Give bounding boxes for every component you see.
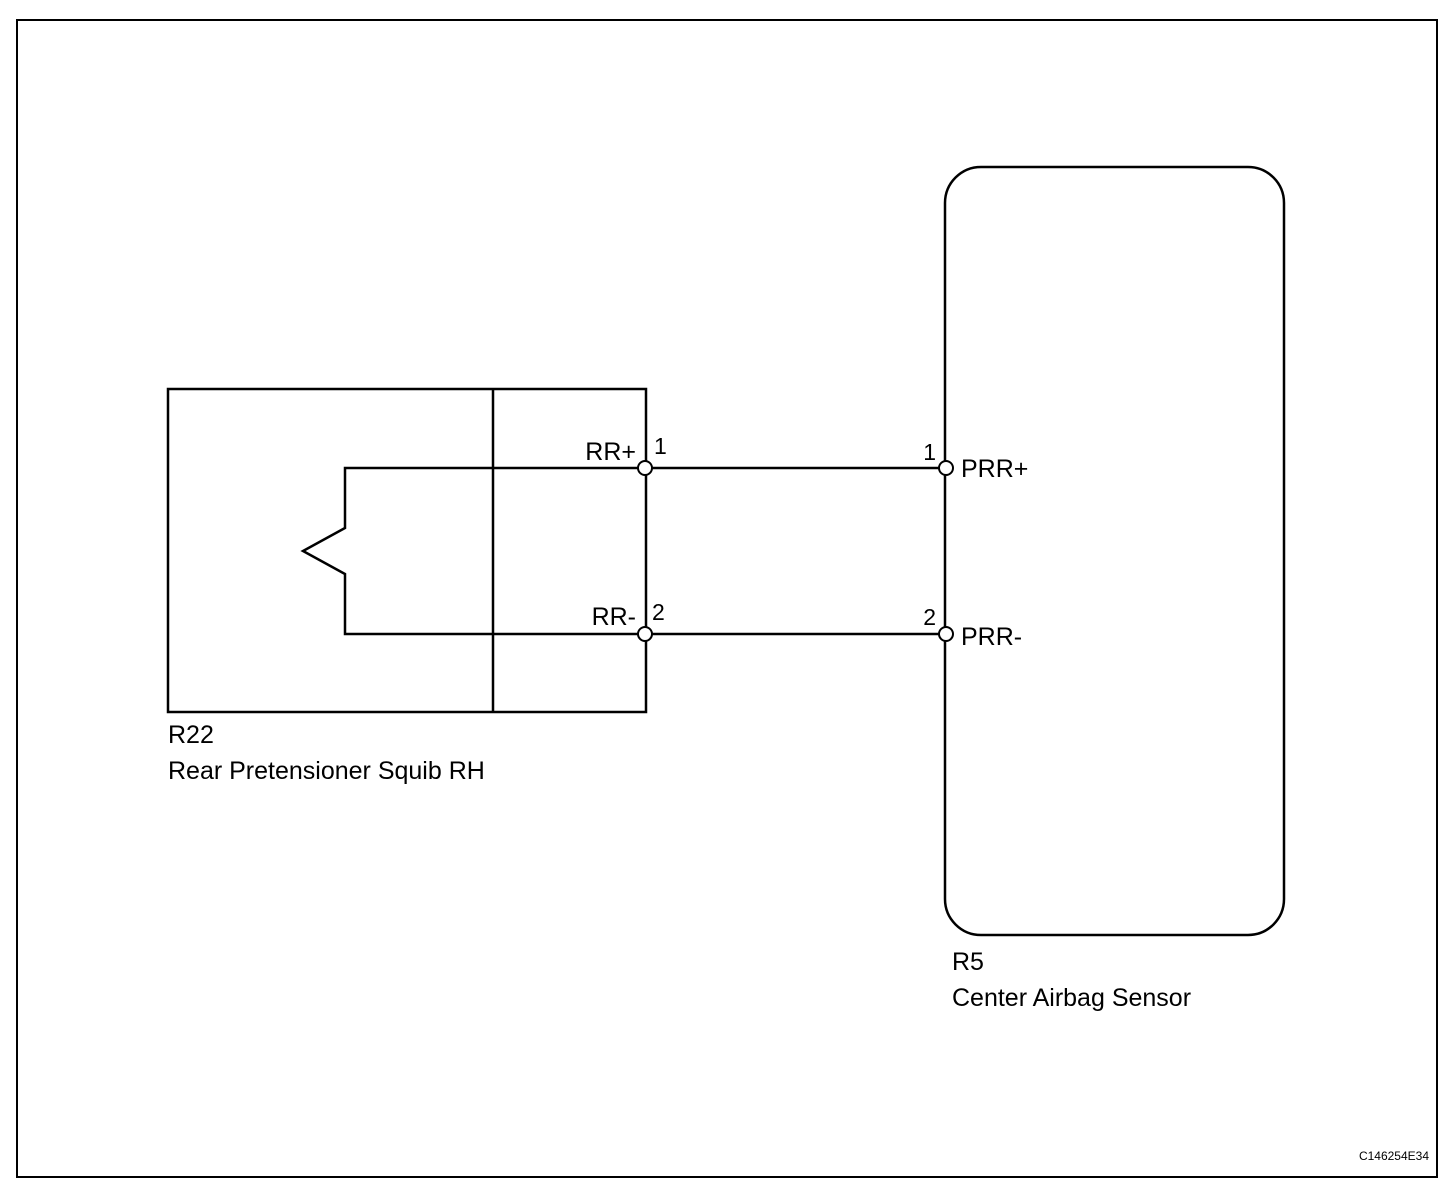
squib-pin-2-signal: RR- [592, 603, 636, 631]
squib-box [166, 387, 648, 714]
sensor-code: R5 [952, 948, 984, 976]
squib-code: R22 [168, 721, 214, 749]
squib-component: RR+ 1 RR- 2 R22 Rear Pretensioner Squib … [166, 387, 667, 785]
sensor-pin-2-number: 2 [923, 604, 936, 630]
sensor-pin-2-terminal [938, 626, 954, 642]
sensor-pin-1-number: 1 [923, 439, 936, 465]
squib-pin-1-number: 1 [654, 433, 667, 459]
figure-code: C146254E34 [1359, 1149, 1429, 1163]
sensor-name: Center Airbag Sensor [952, 984, 1191, 1012]
squib-element-icon [300, 466, 646, 636]
sensor-box [943, 165, 1286, 937]
sensor-pin-1-signal: PRR+ [961, 455, 1028, 483]
squib-pin-1-terminal [637, 460, 653, 476]
sensor-pin-1-terminal [938, 460, 954, 476]
squib-pin-1-signal: RR+ [585, 438, 636, 466]
diagram-frame [16, 19, 1438, 1178]
squib-pin-2-terminal [637, 626, 653, 642]
sensor-pin-2-signal: PRR- [961, 623, 1022, 651]
squib-pin-2-number: 2 [652, 599, 665, 625]
sensor-component: 1 PRR+ 2 PRR- R5 Center Airbag Sensor [923, 165, 1286, 1012]
squib-name: Rear Pretensioner Squib RH [168, 757, 485, 785]
